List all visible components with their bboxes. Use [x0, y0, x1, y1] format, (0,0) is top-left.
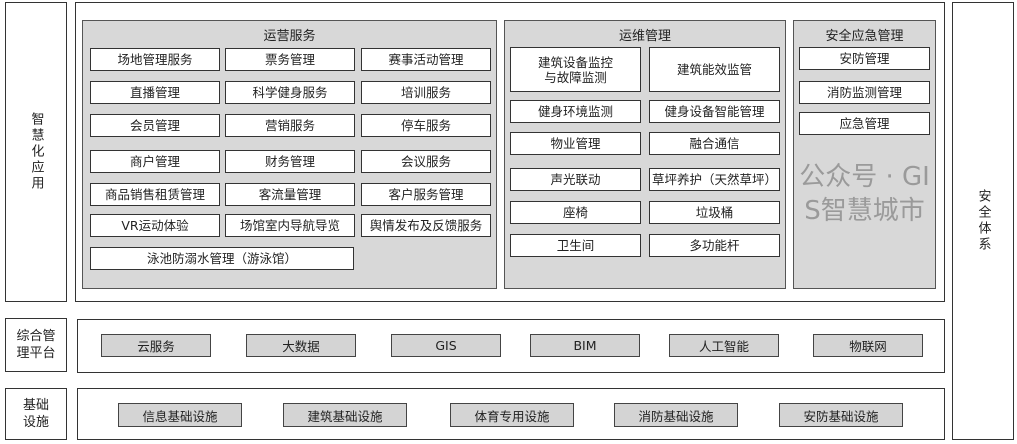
maintenance-item[interactable]: 健身设备智能管理	[649, 100, 780, 123]
operations-item[interactable]: 商品销售租赁管理	[90, 183, 220, 206]
operations-item[interactable]: 商户管理	[90, 150, 220, 173]
platform-item[interactable]: GIS	[391, 334, 501, 357]
platform-item[interactable]: 人工智能	[669, 334, 779, 357]
maintenance-item[interactable]: 建筑设备监控与故障监测	[510, 47, 641, 92]
layer-label-infrastructure: 基础设施	[5, 388, 67, 440]
operations-item[interactable]: 场馆室内导航导览	[225, 214, 355, 237]
layer-label-text: 安全体系	[975, 189, 991, 253]
operations-item[interactable]: 客户服务管理	[361, 183, 491, 206]
maintenance-item[interactable]: 垃圾桶	[649, 201, 780, 224]
operations-item[interactable]: 营销服务	[225, 114, 355, 137]
operations-item[interactable]: 科学健身服务	[225, 81, 355, 104]
emergency-item[interactable]: 消防监测管理	[799, 81, 930, 104]
layer-label-text: 基础设施	[22, 398, 49, 430]
maintenance-item[interactable]: 卫生间	[510, 234, 641, 257]
infrastructure-item[interactable]: 信息基础设施	[118, 403, 242, 427]
operations-item[interactable]: 泳池防溺水管理（游泳馆）	[90, 247, 354, 270]
maintenance-item[interactable]: 健身环境监测	[510, 100, 641, 123]
infrastructure-item[interactable]: 安防基础设施	[779, 403, 903, 427]
maintenance-item[interactable]: 声光联动	[510, 168, 641, 191]
maintenance-item[interactable]: 融合通信	[649, 132, 780, 155]
operations-item[interactable]: 场地管理服务	[90, 48, 220, 71]
operations-item[interactable]: 直播管理	[90, 81, 220, 104]
operations-item[interactable]: 培训服务	[361, 81, 491, 104]
panel-title: 安全应急管理	[825, 29, 904, 44]
platform-item[interactable]: 云服务	[101, 334, 211, 357]
emergency-item[interactable]: 安防管理	[799, 47, 930, 70]
layer-label-text: 综合管理平台	[16, 329, 56, 361]
layer-label-smart-app: 智慧化应用	[5, 2, 67, 302]
maintenance-item[interactable]: 物业管理	[510, 132, 641, 155]
layer-label-text: 智慧化应用	[28, 112, 44, 192]
infrastructure-item[interactable]: 体育专用设施	[450, 403, 574, 427]
platform-layer	[77, 319, 945, 373]
platform-item[interactable]: 物联网	[813, 334, 923, 357]
infrastructure-item[interactable]: 建筑基础设施	[283, 403, 407, 427]
operations-item[interactable]: 票务管理	[225, 48, 355, 71]
layer-label-security-system: 安全体系	[952, 2, 1014, 440]
infrastructure-item[interactable]: 消防基础设施	[614, 403, 738, 427]
operations-item[interactable]: 客流量管理	[225, 183, 355, 206]
operations-item[interactable]: 停车服务	[361, 114, 491, 137]
operations-item[interactable]: 会议服务	[361, 150, 491, 173]
operations-item[interactable]: 会员管理	[90, 114, 220, 137]
maintenance-item[interactable]: 座椅	[510, 201, 641, 224]
platform-item[interactable]: BIM	[530, 334, 640, 357]
platform-item[interactable]: 大数据	[246, 334, 356, 357]
operations-item[interactable]: VR运动体验	[90, 214, 220, 237]
operations-item[interactable]: 财务管理	[225, 150, 355, 173]
maintenance-item[interactable]: 草坪养护（天然草坪）	[649, 168, 780, 191]
panel-title: 运营服务	[263, 29, 316, 44]
layer-label-platform: 综合管理平台	[5, 318, 67, 372]
panel-title: 运维管理	[618, 29, 671, 44]
operations-item[interactable]: 赛事活动管理	[361, 48, 491, 71]
operations-item[interactable]: 舆情发布及反馈服务	[361, 214, 491, 237]
maintenance-item[interactable]: 多功能杆	[649, 234, 780, 257]
emergency-item[interactable]: 应急管理	[799, 112, 930, 135]
maintenance-item[interactable]: 建筑能效监管	[649, 47, 780, 92]
